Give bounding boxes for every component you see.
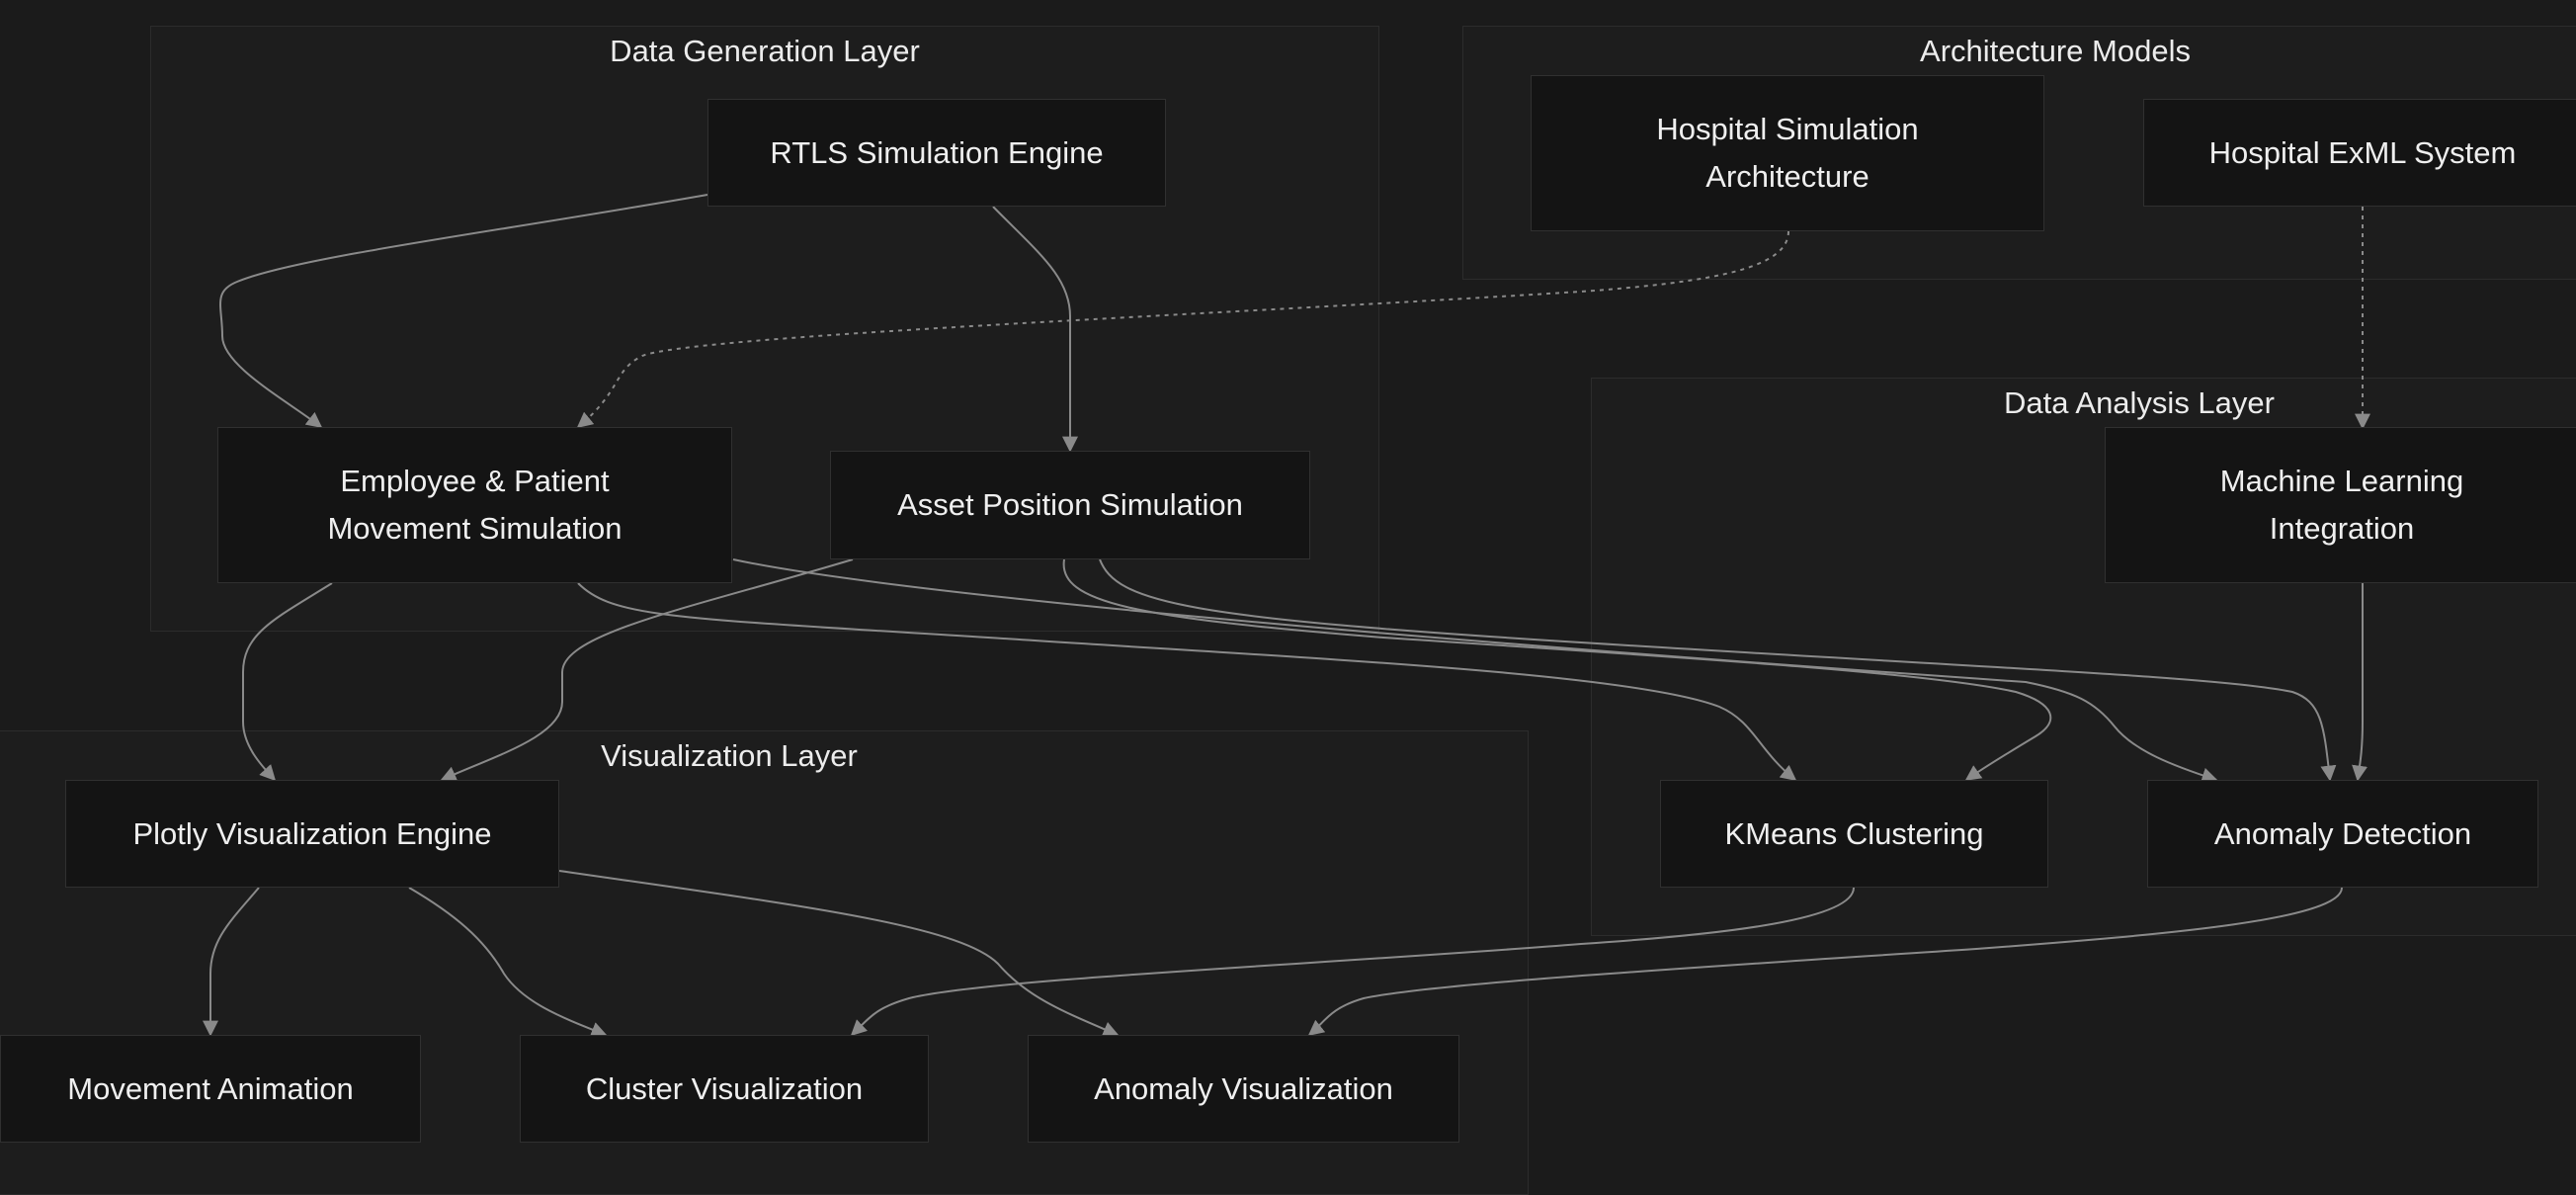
group-label-architecture-models: Architecture Models bbox=[1920, 34, 2191, 68]
node-asset-label: Asset Position Simulation bbox=[897, 487, 1243, 522]
edge-rtls-to-asset bbox=[992, 206, 1078, 453]
edge-rtls-to-movement bbox=[219, 194, 708, 428]
edge-movement-to-kmeans bbox=[577, 582, 1797, 781]
edge-hospital-arch-to-movement bbox=[576, 230, 1789, 429]
node-plotly-visualization-engine: Plotly Visualization Engine bbox=[65, 780, 559, 888]
node-movement-animation-label: Movement Animation bbox=[67, 1070, 354, 1106]
node-plotly-label: Plotly Visualization Engine bbox=[132, 815, 492, 851]
group-label-visualization: Visualization Layer bbox=[601, 738, 858, 773]
node-movement-label-line1: Employee & Patient bbox=[340, 464, 610, 498]
node-machine-learning-integration: Machine Learning Integration bbox=[2105, 427, 2576, 583]
node-anomaly-detection: Anomaly Detection bbox=[2147, 780, 2538, 888]
node-rtls-label: RTLS Simulation Engine bbox=[770, 134, 1104, 170]
node-hospital-sim-label-line2: Architecture bbox=[1705, 159, 1870, 194]
node-employee-patient-movement: Employee & Patient Movement Simulation bbox=[217, 427, 732, 583]
node-cluster-visualization: Cluster Visualization bbox=[520, 1035, 929, 1143]
node-anomaly-visualization: Anomaly Visualization bbox=[1028, 1035, 1459, 1143]
edge-asset-to-anomaly bbox=[1099, 558, 2337, 782]
node-exml-label: Hospital ExML System bbox=[2208, 134, 2517, 170]
edge-plotly-to-movement-animation bbox=[203, 887, 260, 1037]
node-kmeans-clustering: KMeans Clustering bbox=[1660, 780, 2048, 888]
node-movement-label-line2: Movement Simulation bbox=[327, 511, 623, 546]
node-hospital-exml-system: Hospital ExML System bbox=[2143, 99, 2576, 207]
edge-asset-to-kmeans bbox=[1062, 558, 2052, 781]
edge-asset-to-plotly bbox=[440, 558, 854, 782]
node-ml-label-line1: Machine Learning bbox=[2219, 464, 2464, 498]
node-anomaly-label: Anomaly Detection bbox=[2213, 815, 2472, 851]
edge-anomaly-to-anomaly-viz bbox=[1307, 887, 2343, 1037]
node-hospital-sim-label-line1: Hospital Simulation bbox=[1656, 112, 1919, 146]
node-rtls-simulation-engine: RTLS Simulation Engine bbox=[707, 99, 1166, 207]
node-cluster-viz-label: Cluster Visualization bbox=[585, 1070, 864, 1106]
node-kmeans-label: KMeans Clustering bbox=[1724, 815, 1984, 851]
node-anomaly-viz-label: Anomaly Visualization bbox=[1094, 1070, 1393, 1106]
edge-plotly-to-cluster-viz bbox=[408, 887, 608, 1038]
group-label-data-generation: Data Generation Layer bbox=[610, 34, 920, 68]
edge-ml-to-anomaly bbox=[2352, 583, 2368, 782]
node-asset-position-simulation: Asset Position Simulation bbox=[830, 451, 1310, 559]
node-hospital-simulation-architecture: Hospital Simulation Architecture bbox=[1531, 75, 2044, 231]
node-ml-label-line2: Integration bbox=[2269, 511, 2415, 546]
edge-kmeans-to-cluster-viz bbox=[850, 887, 1855, 1037]
edge-plotly-to-anomaly-viz bbox=[558, 870, 1120, 1037]
group-label-data-analysis: Data Analysis Layer bbox=[2004, 385, 2275, 420]
edge-movement-to-plotly bbox=[242, 582, 333, 782]
node-movement-animation: Movement Animation bbox=[0, 1035, 421, 1143]
